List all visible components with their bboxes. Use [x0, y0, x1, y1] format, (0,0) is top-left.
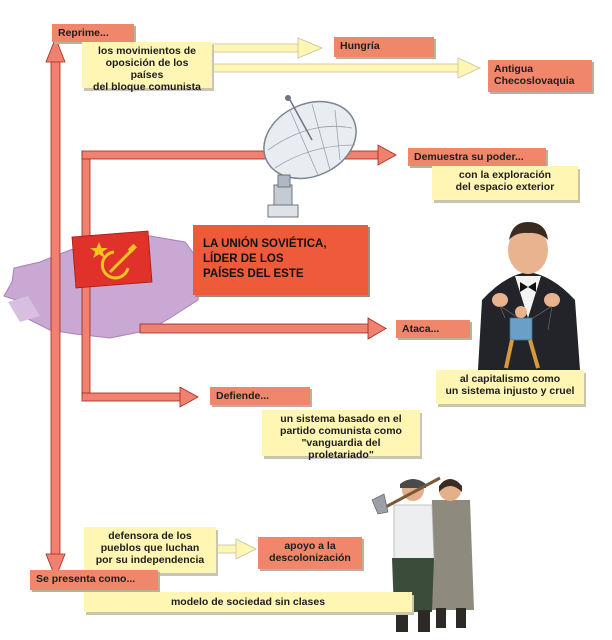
modelo-label: modelo de sociedad sin clases: [84, 592, 412, 612]
puppeteer-icon: [478, 222, 580, 370]
reprime-desc-line-1: los movimientos de: [97, 45, 197, 57]
defensora-description: defensora de los pueblos que luchan por …: [84, 527, 216, 573]
arrow-apoyo: [215, 538, 257, 560]
defensora-line-3: por su independencia: [95, 554, 205, 566]
arrow-demuestra: [81, 144, 397, 166]
apoyo-line-1: apoyo a la: [284, 540, 336, 552]
defensora-line-2: pueblos que luchan: [100, 542, 200, 554]
defiende-description: un sistema basado en el partido comunist…: [262, 410, 420, 461]
se-presenta-label: Se presenta como...: [30, 570, 158, 590]
hungria-label: Hungría: [334, 37, 434, 57]
satellite-dish-icon: [263, 95, 357, 218]
main-vertical-arrow: [45, 36, 66, 580]
defensora-line-1: defensora de los: [108, 530, 192, 542]
ataca-desc-line-1: al capitalismo como: [459, 373, 561, 385]
soviet-flag-icon: [71, 230, 153, 289]
checoslovaquia-label: Antigua Checoslovaquia: [488, 60, 592, 92]
defiende-desc-line-2: partido comunista como: [280, 425, 402, 437]
reprime-desc-line-2: oposición de los países: [105, 57, 189, 81]
workers-icon: [371, 476, 474, 632]
defiende-desc-line-1: un sistema basado en el: [280, 413, 402, 425]
arrow-checoslovaquia: [211, 57, 481, 79]
arrow-ataca: [139, 317, 387, 340]
apoyo-label: apoyo a la descolonización: [258, 537, 362, 569]
arrow-defiende: [81, 386, 199, 408]
checo-line-2: Checoslovaquia: [494, 75, 575, 87]
demuestra-description: con la exploración del espacio exterior: [432, 166, 578, 200]
ataca-desc-line-2: un sistema injusto y cruel: [445, 385, 575, 397]
central-title-line-3: PAÍSES DEL ESTE: [203, 268, 304, 280]
reprime-label: Reprime...: [52, 24, 134, 42]
apoyo-line-2: descolonización: [269, 552, 351, 564]
reprime-desc-line-3: del bloque comunista: [93, 81, 201, 93]
ataca-label: Ataca...: [396, 320, 470, 338]
central-title-line-1: LA UNIÓN SOVIÉTICA,: [203, 238, 327, 250]
central-title-box: LA UNIÓN SOVIÉTICA, LÍDER DE LOS PAÍSES …: [193, 225, 368, 295]
demuestra-desc-line-1: con la exploración: [458, 169, 552, 181]
checo-line-1: Antigua: [494, 63, 534, 75]
defiende-desc-line-3: "vanguardia del proletariado": [301, 437, 381, 461]
demuestra-desc-line-2: del espacio exterior: [455, 181, 555, 193]
reprime-description: los movimientos de oposición de los país…: [82, 42, 212, 93]
defiende-label: Defiende...: [210, 387, 310, 405]
demuestra-label: Demuestra su poder...: [408, 148, 546, 166]
ataca-description: al capitalismo como un sistema injusto y…: [436, 370, 584, 404]
central-title-line-2: LÍDER DE LOS: [203, 253, 284, 265]
